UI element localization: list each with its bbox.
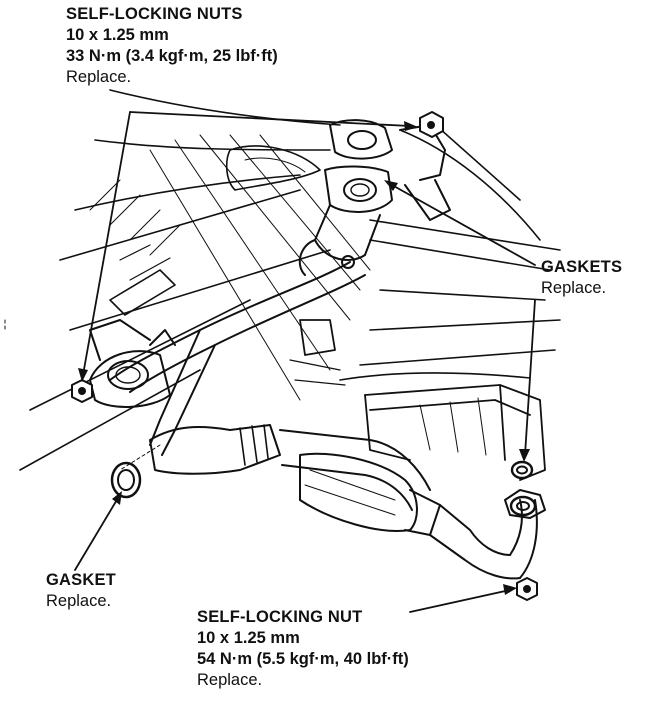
self-locking-nut-left [71,379,93,403]
catalytic-converter [149,424,546,580]
callout-bottom-nut: SELF-LOCKING NUT 10 x 1.25 mm 54 N·m (5.… [197,607,409,691]
callout-gaskets: GASKETS Replace. [541,257,622,299]
guide-lines [4,319,161,471]
arrowhead-manifold-gasket [384,180,398,191]
callout-bottom-nut-torque: 54 N·m (5.5 kgf·m, 40 lbf·ft) [197,650,409,668]
arrowhead-left-gasket [112,491,122,505]
arrowhead-left-nut [78,368,88,382]
arrowhead-rear-gasket [519,449,530,462]
callout-bottom-nut-action: Replace. [197,671,263,689]
callout-gasket-title: GASKET [46,571,116,589]
arrowhead-bottom-nut [503,584,517,595]
callout-top-nuts-torque: 33 N·m (3.4 kgf·m, 25 lbf·ft) [66,47,278,65]
flex-joint [89,319,176,408]
callout-gasket: GASKET Replace. [46,570,116,612]
gasket-ring-right-upper [510,460,534,480]
callout-bottom-nut-size: 10 x 1.25 mm [197,629,300,647]
self-locking-nut-top [419,111,444,138]
sub-frame [289,319,546,481]
leader-lines [74,111,536,613]
callout-gasket-action: Replace. [46,592,112,610]
floor-panel [19,89,561,471]
callout-bottom-nut-title: SELF-LOCKING NUT [197,608,363,626]
callout-top-nuts-size: 10 x 1.25 mm [66,26,169,44]
self-locking-nut-bottom [516,577,538,601]
gasket-ring-left [110,461,142,499]
callout-top-nuts-action: Replace. [66,68,132,86]
callout-top-nuts-title: SELF-LOCKING NUTS [66,5,243,23]
callout-gaskets-title: GASKETS [541,258,623,276]
callout-top-nuts: SELF-LOCKING NUTS 10 x 1.25 mm 33 N·m (3… [66,4,278,88]
callout-gaskets-action: Replace. [541,279,607,297]
arrowhead-top-nut [404,121,418,131]
gasket-ring-right-lower [509,495,537,517]
